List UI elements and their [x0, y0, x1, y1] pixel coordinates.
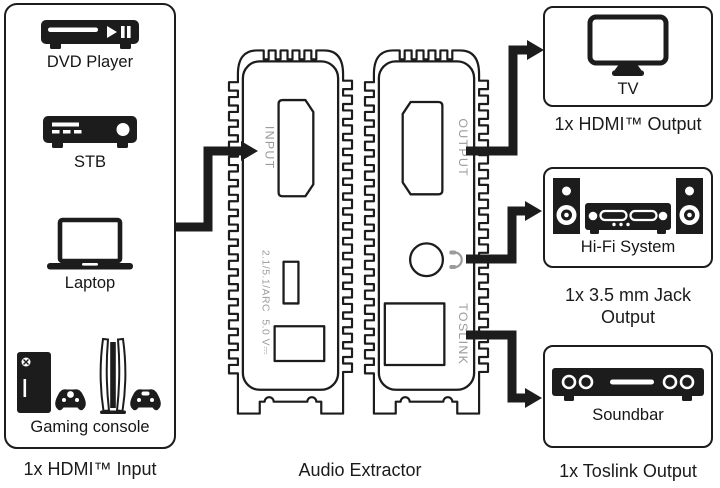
- input-port-label: INPUT: [263, 126, 277, 170]
- source-item-laptop: Laptop: [46, 217, 134, 293]
- speaker-left: [553, 178, 580, 234]
- speaker-right: [676, 178, 703, 234]
- tv-icon: [587, 14, 669, 76]
- source-item-dvd-player: DVD Player: [41, 20, 139, 72]
- hdmi-input-caption: 1x HDMI™ Input: [23, 459, 157, 479]
- toslink-output-caption: 1x Toslink Output: [559, 461, 697, 481]
- laptop-icon: [47, 217, 133, 270]
- toslink-port: [383, 302, 446, 367]
- audio-mode-switch: [282, 260, 300, 305]
- usb-power-port: [273, 325, 326, 363]
- hifi-label: Hi-Fi System: [580, 238, 676, 256]
- output-port-label: OUTPUT: [456, 118, 470, 177]
- extractor-back-panel: OUTPUT TOSLINK: [363, 49, 490, 415]
- source-label-laptop: Laptop: [64, 273, 116, 292]
- source-item-stb: STB: [42, 116, 138, 172]
- hdmi-input-port: [277, 98, 315, 198]
- soundbar-label: Soundbar: [592, 406, 664, 424]
- source-item-gaming-console: Gaming console: [17, 337, 163, 437]
- hdmi-sources-box: DVD Player STB Laptop: [4, 3, 176, 449]
- jack-3-5mm-port: [408, 242, 445, 278]
- source-label-dvd-player: DVD Player: [46, 53, 134, 71]
- tv-output-box: TV: [543, 6, 713, 107]
- headphones-icon: [449, 250, 463, 270]
- source-label-stb: STB: [73, 153, 107, 172]
- ps5-controller-icon: [130, 389, 161, 411]
- extractor-front-panel: INPUT 2.1/5.1/ARC 5.0 V⎓: [227, 49, 354, 415]
- xbox-console-icon: [17, 351, 51, 413]
- gaming-console-icon: [17, 337, 161, 414]
- soundbar-icon: [552, 368, 704, 401]
- audio-mode-label: 2.1/5.1/ARC: [260, 250, 271, 312]
- tv-label: TV: [617, 80, 639, 98]
- hdmi-output-caption: 1x HDMI™ Output: [554, 114, 702, 134]
- toslink-port-label: TOSLINK: [456, 303, 470, 365]
- audio-extractor-caption: Audio Extractor: [298, 460, 422, 480]
- hifi-output-box: Hi-Fi System: [543, 167, 713, 268]
- hdmi-output-port: [401, 100, 444, 196]
- hifi-system-icon: [553, 178, 703, 234]
- ps5-console-icon: [99, 337, 127, 414]
- stb-icon: [43, 116, 137, 149]
- dvd-player-icon: [41, 20, 139, 49]
- soundbar-output-box: Soundbar: [543, 345, 713, 448]
- receiver: [585, 203, 671, 234]
- source-label-gaming-console: Gaming console: [30, 417, 150, 436]
- xbox-controller-icon: [55, 389, 86, 411]
- jack-output-caption: 1x 3.5 mm Jack Output: [564, 285, 692, 327]
- power-rating-label: 5.0 V⎓: [260, 319, 271, 355]
